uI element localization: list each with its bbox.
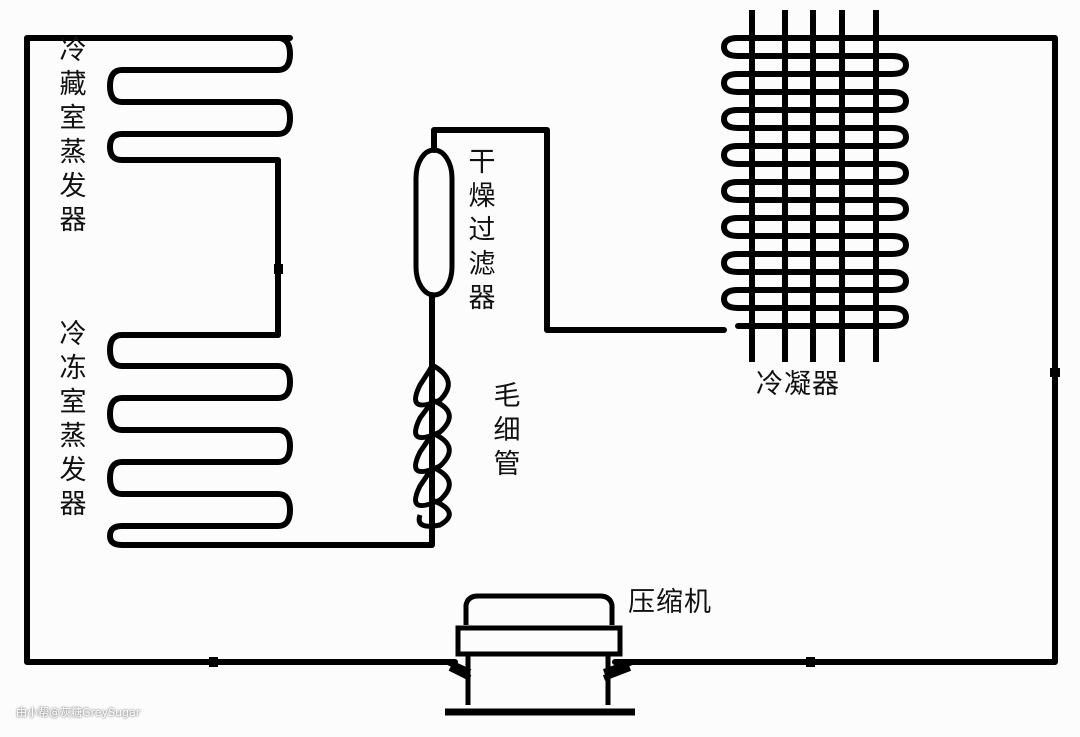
condenser-coil xyxy=(721,10,909,362)
capillary-tube-label: 毛细管 xyxy=(493,381,521,480)
freezer-evaporator-label: 冷冻室蒸发器 xyxy=(59,319,87,520)
compressor xyxy=(445,593,635,716)
fridge-evaporator-coil xyxy=(107,35,293,338)
watermark: 由小帮@灰糖GreySugar xyxy=(16,706,141,719)
capillary-coil xyxy=(413,362,452,529)
dryer-filter-label: 干燥过滤器 xyxy=(468,147,496,314)
filter-to-condenser-pipe xyxy=(431,127,727,333)
outer-loop-pipe xyxy=(24,35,1058,665)
pipe-joint xyxy=(209,657,218,667)
compressor-label: 压缩机 xyxy=(628,587,712,618)
condenser-label: 冷凝器 xyxy=(756,369,840,400)
freezer-evaporator-coil xyxy=(107,292,435,548)
dryer-filter xyxy=(413,147,455,298)
pipe-joint xyxy=(806,657,815,667)
pipe-joint xyxy=(1050,368,1060,377)
fridge-evaporator-label: 冷藏室蒸发器 xyxy=(59,35,87,236)
